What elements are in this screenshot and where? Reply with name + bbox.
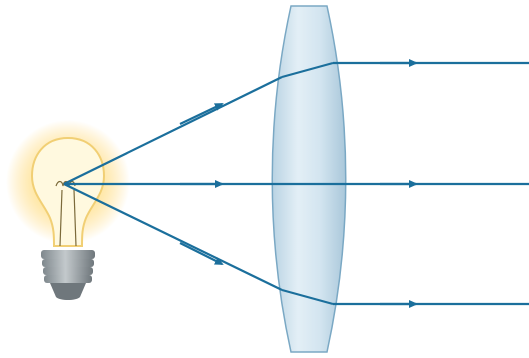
bulb-base (41, 250, 95, 300)
ray-lower-arrow-1 (180, 243, 222, 264)
ray-lower-incident (64, 184, 282, 290)
convex-lens-icon (272, 6, 346, 352)
lens-body (272, 6, 346, 352)
light-bulb-icon (6, 120, 130, 300)
ray-upper-arrow-1 (180, 104, 222, 124)
